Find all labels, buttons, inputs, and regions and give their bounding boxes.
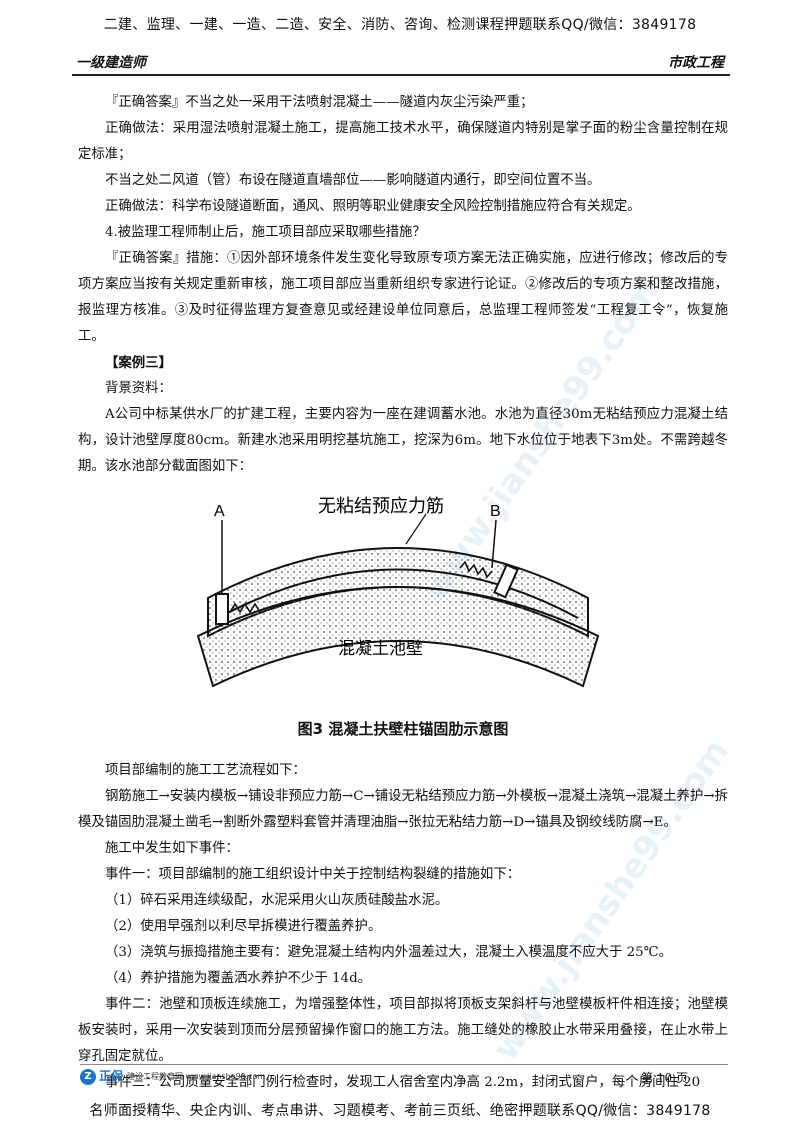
paragraph: 背景资料： [105, 381, 172, 396]
site-text: 建设工程教育网 www.jianshe99.com [127, 1072, 266, 1081]
spring-a [229, 602, 261, 614]
paragraph: 『正确答案』不当之处一采用干法喷射混凝土——隧道内灰尘污染严重； [105, 95, 534, 110]
paragraph: 钢筋施工→安装内模板→铺设非预应力筋→C→铺设无粘结预应力筋→外模板→混凝土浇筑… [78, 789, 728, 830]
paragraph: 项目部编制的施工工艺流程如下： [105, 763, 306, 778]
logo-icon: Z [80, 1068, 96, 1085]
question: 4.被监理工程师制止后，施工项目部应采取哪些措施？ [105, 225, 426, 240]
paragraph: A公司中标某供水厂的扩建工程，主要内容为一座在建调蓄水池。水池为直径30m无粘结… [78, 407, 728, 474]
label-a: A [214, 503, 225, 520]
list-item: （4）养护措施为覆盖洒水养护不少于 14d。 [105, 971, 372, 986]
concrete-wall [196, 586, 600, 688]
label-wall: 混凝土池壁 [338, 639, 423, 659]
paragraph: 正确做法：采用湿法喷射混凝土施工，提高施工技术水平，确保隧道内特别是掌子面的粉尘… [78, 121, 728, 162]
paragraph: 正确做法：科学布设隧道断面，通风、照明等职业健康安全风险控制措施应符合有关规定。 [105, 199, 641, 214]
tendon-line [217, 568, 579, 619]
paragraph: 事件一：项目部编制的施工组织设计中关于控制结构裂缝的措施如下： [105, 867, 521, 882]
paragraph: 事件三：公司质量安全部门例行检查时，发现工人宿舍室内净高 2.2m，封闭式窗户，… [105, 1075, 701, 1090]
list-item: （1）碎石采用连续级配，水泥采用火山灰质硅酸盐水泥。 [105, 893, 449, 908]
list-item: （3）浇筑与振捣措施主要有：避免混凝土结构内外温差过大，混凝土入模温度不应大于 … [105, 945, 673, 960]
logo-text: 正保 [99, 1069, 124, 1083]
paragraph: 事件二：池壁和顶板连续施工，为增强整体性，项目部拟将顶板支架斜杆与池壁模板杆件相… [78, 997, 728, 1064]
anchor-b [493, 563, 519, 599]
figure-caption: 图3 混凝土扶壁柱锚固肋示意图 [297, 720, 509, 738]
list-item: （2）使用早强剂以利尽早拆模进行覆盖养护。 [105, 919, 382, 934]
bottom-banner: 名师面授精华、央企内训、考点串讲、习题模考、考前三页纸、绝密押题联系QQ/微信：… [89, 1103, 711, 1119]
header-left: 一级建造师 [76, 55, 146, 71]
figure: A B 无粘结预应力筋 混凝土池壁 图3 混凝土扶壁柱锚固肋示意图 [78, 486, 728, 754]
document-body: 『正确答案』不当之处一采用干法喷射混凝土——隧道内灰尘污染严重； 正确做法：采用… [78, 90, 728, 1096]
label-tendon: 无粘结预应力筋 [318, 496, 444, 517]
anchor-rib-diagram: A B 无粘结预应力筋 混凝土池壁 [196, 496, 600, 688]
paragraph: 施工中发生如下事件： [105, 841, 239, 856]
header-right: 市政工程 [668, 55, 724, 71]
answer: 『正确答案』措施：①因外部环境条件发生变化导致原专项方案无法正确实施，应进行修改… [78, 251, 728, 344]
page-number: 第 10 页 [641, 1071, 688, 1085]
paragraph: 不当之处二风道（管）布设在隧道直墙部位——影响隧道内通行，即空间位置不当。 [105, 173, 601, 188]
anchor-a [215, 593, 229, 625]
spring-b [459, 560, 493, 579]
section-title: 【案例三】 [105, 355, 172, 371]
top-banner: 二建、监理、一建、一造、二造、安全、消防、咨询、检测课程押题联系QQ/微信：38… [103, 17, 697, 33]
page-header: 一级建造师 市政工程 [72, 50, 730, 76]
label-b: B [490, 503, 501, 520]
